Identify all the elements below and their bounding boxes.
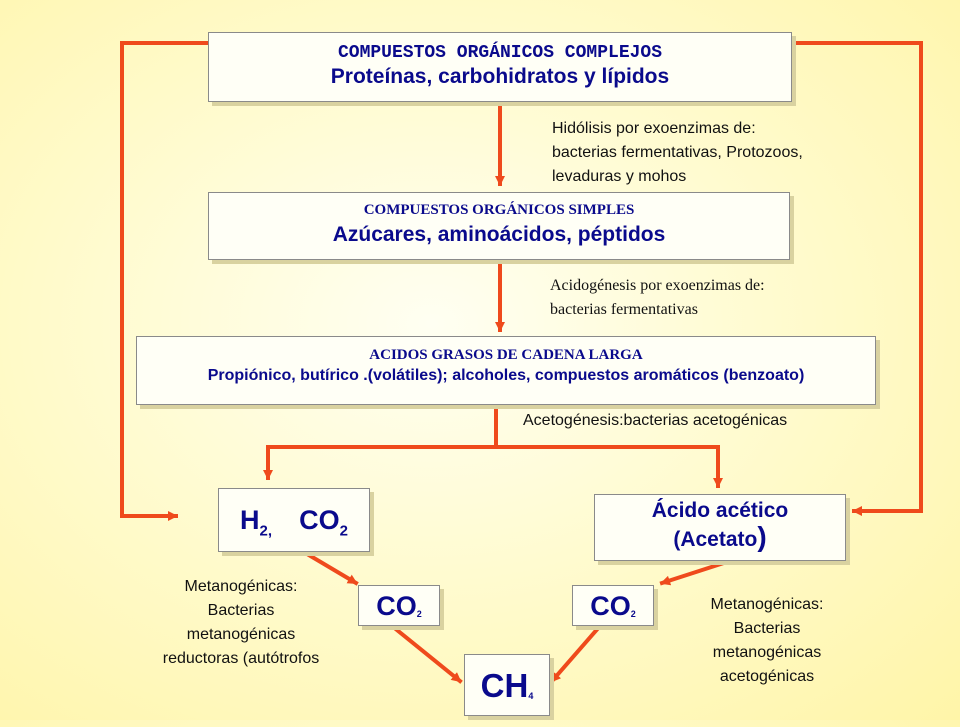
note-acidogenesis-line2: bacterias fermentativas <box>550 301 698 318</box>
note-metano-left-line1: Metanogénicas: <box>184 578 298 595</box>
note-acidogenesis-line1: Acidogénesis por exoenzimas de: <box>550 277 765 294</box>
note-metano-right-line4: acetogénicas <box>719 668 815 685</box>
acetico-line1: Ácido acético <box>651 499 789 522</box>
co2-left-co: CO <box>376 591 417 621</box>
arrow-co2-to-ch4-right <box>549 623 603 684</box>
box-compuestos-simples-subtitle: Azúcares, aminoácidos, péptidos <box>332 223 666 246</box>
note-metano-left-line4: reductoras (autótrofos <box>162 650 320 667</box>
note-metano-right-line3: metanogénicas <box>712 644 822 661</box>
box-compuestos-complejos-title: COMPUESTOS ORGÁNICOS COMPLEJOS <box>337 43 663 63</box>
note-metano-left-line2: Bacterias <box>207 602 275 619</box>
box-acidos-grasos: ACIDOS GRASOS DE CADENA LARGA Propiónico… <box>136 336 876 405</box>
note-hidrolisis-line2: bacterias fermentativas, Protozoos, <box>552 144 803 161</box>
box-acido-acetico: Ácido acético (Acetato) <box>594 494 846 561</box>
note-metano-right-line1: Metanogénicas: <box>710 596 824 613</box>
h2-co-sub: 2 <box>339 522 348 540</box>
box-compuestos-complejos: COMPUESTOS ORGÁNICOS COMPLEJOS Proteínas… <box>208 32 792 102</box>
right-bypass-line <box>790 41 923 516</box>
h2-sub: 2, <box>259 522 273 540</box>
co2-right-sub: 2 <box>630 609 636 619</box>
h2-co: CO <box>299 505 340 535</box>
note-acidogenesis: Acidogénesis por exoenzimas de: bacteria… <box>550 274 765 322</box>
box-co2-right: CO2 <box>572 585 654 626</box>
box-compuestos-simples-title: COMPUESTOS ORGÁNICOS SIMPLES <box>363 202 635 218</box>
box-compuestos-simples: COMPUESTOS ORGÁNICOS SIMPLES Azúcares, a… <box>208 192 790 260</box>
box-co2-left: CO2 <box>358 585 440 626</box>
note-metano-right-line2: Bacterias <box>733 620 801 637</box>
box-compuestos-complejos-subtitle: Proteínas, carbohidratos y lípidos <box>330 65 670 88</box>
note-hidrolisis-line3: levaduras y mohos <box>552 168 687 185</box>
box-ch4: CH4 <box>464 654 550 716</box>
ch4-ch: CH <box>480 667 529 704</box>
note-metanogenicas-left: Metanogénicas: Bacterias metanogénicas r… <box>136 575 346 671</box>
note-hidrolisis: Hidólisis por exoenzimas de: bacterias f… <box>552 117 803 189</box>
arrow-co2-to-ch4-left <box>389 623 463 684</box>
note-acetogenesis: Acetogénesis:bacterias acetogénicas <box>523 412 788 429</box>
co2-right-co: CO <box>590 591 631 621</box>
note-metano-left-line3: metanogénicas <box>186 626 296 643</box>
box-acidos-grasos-title: ACIDOS GRASOS DE CADENA LARGA <box>369 347 643 363</box>
box-h2-co2: H2, CO2 <box>218 488 370 552</box>
arrow-acetico-to-co2 <box>659 558 733 586</box>
note-hidrolisis-line1: Hidólisis por exoenzimas de: <box>552 120 756 137</box>
co2-left-sub: 2 <box>416 609 422 619</box>
ch4-sub: 4 <box>528 691 534 701</box>
acetico-paren: ) <box>757 521 767 552</box>
h2-h: H <box>240 505 260 535</box>
left-bypass-line <box>120 41 210 521</box>
box-acidos-grasos-subtitle: Propiónico, butírico .(volátiles); alcoh… <box>207 367 805 384</box>
acetico-line2: (Acetato <box>673 528 758 551</box>
note-metanogenicas-right: Metanogénicas: Bacterias metanogénicas a… <box>674 593 860 689</box>
